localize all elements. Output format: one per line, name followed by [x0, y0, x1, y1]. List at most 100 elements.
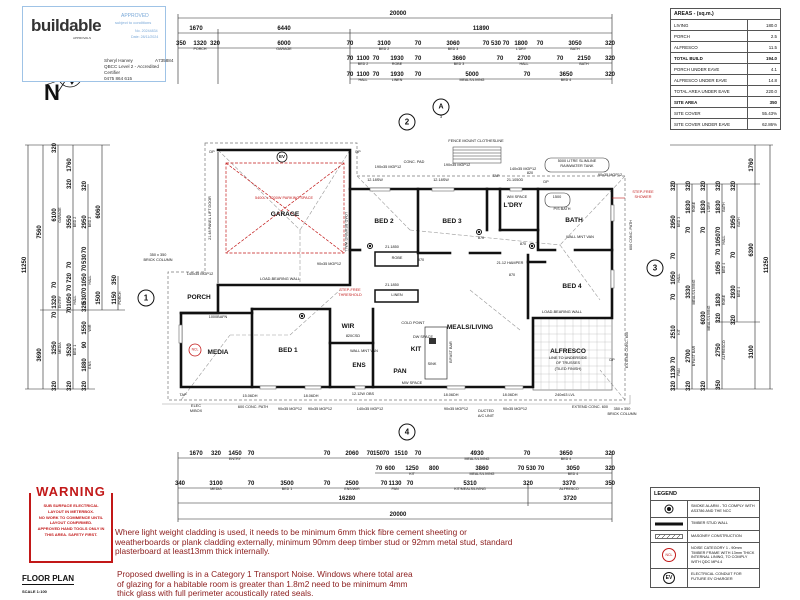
dimension-label: HALL — [73, 295, 78, 305]
plan-annotation: 1000BAFN — [208, 315, 228, 320]
plan-annotation: 90x35 MGP12 — [307, 407, 333, 412]
plan-annotation: 90x35 MGP12 — [597, 173, 623, 178]
plan-annotation: 90x35 MGP12 — [277, 407, 303, 412]
plan-annotation: 350 x 350 — [149, 253, 167, 258]
dimension-label: PORCH — [118, 291, 123, 305]
dimension-value: 1930 — [390, 72, 404, 78]
legend-text: ELECTRICAL CONDUIT FOR FUTURE EV CHARGER — [691, 571, 742, 581]
plan-annotation: COLD POINT — [401, 321, 425, 326]
dimension-value: 3550 — [67, 215, 73, 229]
dimension-label: BATH — [570, 47, 580, 52]
plan-annotation: 350 x 350 — [613, 407, 631, 412]
dimension-label: ROBE — [391, 62, 403, 67]
dimension-value: 70 — [67, 306, 73, 314]
dimension-value: 1050 — [716, 233, 722, 247]
dimension-value: 1100 — [356, 72, 370, 78]
dimension-value: 11890 — [472, 26, 490, 32]
stamp-logo: buildable — [31, 16, 102, 35]
room-label: BED 4 — [562, 282, 582, 290]
plan-annotation: 90x35 MGP12 — [443, 407, 469, 412]
plan-annotation: 600 CONC. PATH — [237, 405, 269, 410]
dimension-label: ROBE — [692, 201, 697, 213]
dimension-value: 1320 — [52, 295, 58, 309]
dimension-value: 3500 — [280, 481, 294, 487]
dimension-value: 70 — [52, 281, 58, 289]
dimension-value: 1510 — [394, 451, 408, 457]
area-value: 4.1 — [747, 63, 781, 75]
dimension-label: ROBE — [722, 294, 727, 306]
dimension-label: GARAGE — [276, 47, 292, 52]
plan-annotation: STEP-FREE — [632, 190, 654, 195]
dimension-value: 70 — [517, 466, 525, 472]
parking-space — [225, 162, 345, 254]
dimension-value: 1050 — [67, 293, 73, 307]
concrete-path — [162, 395, 631, 405]
dimension-value: 70 — [686, 226, 692, 234]
plan-annotation: 140x35 MGP12 — [186, 272, 214, 277]
room-label: PORCH — [187, 293, 211, 301]
legend-text: SMOKE ALARM - TO COMPLY WITH AS3786 AND … — [691, 504, 755, 513]
dimension-value: 320 — [716, 312, 722, 324]
certifier-licence: A735884 — [155, 58, 174, 63]
dimension-value: 20000 — [389, 11, 407, 17]
plan-annotation: OF TRUSSES — [555, 361, 581, 366]
plan-annotation: 18.06DH — [303, 394, 319, 399]
warning-box: WARNING SUB SURFACE ELECTRICAL LAYOUT IN… — [29, 484, 113, 563]
dimension-value: 320 — [701, 380, 707, 392]
dimension-value: 1800 — [514, 41, 528, 47]
dimension-value: 1670 — [189, 26, 203, 32]
dimension-value: 1050 — [82, 273, 88, 287]
bathtub — [544, 192, 571, 208]
certifier-phone: 0475 864 615 — [104, 75, 133, 81]
smoke-alarms — [299, 229, 535, 319]
dimension-value: 2500 — [345, 481, 359, 487]
dimension-value: 320 — [210, 451, 222, 457]
warning-line: APPROVED HAND TOOLS ONLY IN — [37, 526, 105, 532]
dimension-value: 320 — [604, 466, 616, 472]
plan-annotation: SHOWER — [634, 195, 652, 200]
room-label: ENS — [352, 361, 366, 369]
dimension-value: 1550 — [82, 321, 88, 335]
room-label: GARAGE — [270, 210, 300, 218]
dimension-value: 70 — [671, 252, 677, 260]
section-marker-a-sheet: 3 — [439, 114, 443, 119]
dimension-label: BED 2 — [73, 216, 78, 228]
plan-annotation: LINE TO UNDERSIDE — [548, 356, 588, 361]
dimension-value: 320 — [52, 380, 58, 392]
kitchen-bench — [424, 326, 448, 380]
dimension-value: 20000 — [389, 512, 407, 518]
dimension-value: 70 — [731, 251, 737, 259]
smoke-alarm-icon — [664, 504, 674, 514]
plan-annotation: DP — [209, 150, 215, 155]
dimension-label: KIT/MEALS/LIVING — [454, 487, 486, 492]
dimension-value: 70 — [346, 41, 354, 47]
dimension-label: PAN — [677, 368, 682, 376]
dimension-value: 1450 — [228, 451, 242, 457]
dimension-value: 7560 — [37, 225, 43, 239]
room-label: L'DRY — [503, 201, 523, 209]
dimension-value: 320 — [52, 142, 58, 154]
dimension-value: 1830 — [701, 200, 707, 214]
dimension-value: 90 — [82, 341, 88, 349]
dimension-value: 6030 — [701, 311, 707, 325]
dimension-value: 70 — [247, 481, 255, 487]
stamp-date: Date: 28/11/2024 — [131, 35, 159, 39]
dimension-label: HALL — [677, 273, 682, 283]
area-label: SITE COVER UNDER EAVE — [670, 118, 748, 130]
dimension-value: 70 — [671, 293, 677, 301]
plan-annotation: 21.1850 — [385, 283, 399, 288]
dimension-value: 320 — [604, 72, 616, 78]
plan-annotation: 600 CONC. PATH — [629, 219, 634, 251]
dimension-label: ALFRESCO — [722, 340, 727, 360]
room-label: ALFRESCO — [550, 347, 586, 355]
plan-annotation: B'FAST BAR — [449, 341, 454, 363]
plan-annotation: EV — [278, 153, 286, 159]
dimension-value: 530 — [525, 466, 537, 472]
area-value: 11.5 — [747, 41, 781, 53]
dimension-value: 720 — [67, 272, 73, 284]
warning-line: NO WORK TO COMMENCE UNTIL — [38, 514, 104, 520]
